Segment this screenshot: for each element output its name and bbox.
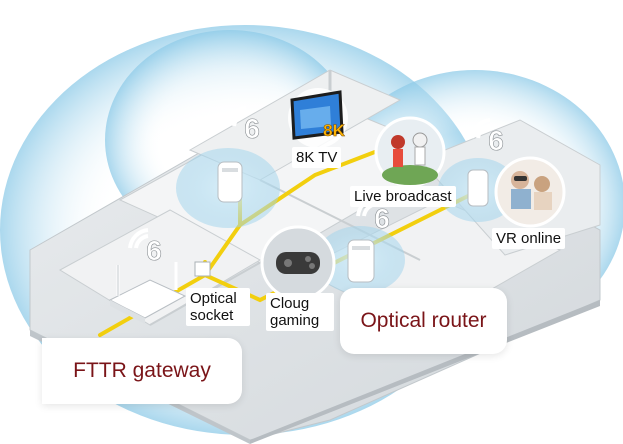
- wifi6-badge: 6: [470, 118, 504, 156]
- optical-router-callout: Optical router: [340, 288, 507, 354]
- wifi6-badge: 6: [226, 106, 260, 144]
- label-live-broadcast: Live broadcast: [350, 186, 456, 207]
- optical-router-label: Optical router: [360, 309, 487, 332]
- fttr-gateway-label: FTTR gateway: [73, 359, 211, 382]
- label-cloud-gaming: Cloug gaming: [266, 293, 334, 331]
- wifi6-badge-number: 6: [374, 203, 390, 234]
- label-cloud-gaming-line2: gaming: [270, 312, 320, 329]
- optical-router-device-center: [347, 239, 375, 283]
- label-vr-online: VR online: [492, 228, 566, 249]
- optical-socket-device: [194, 261, 211, 277]
- label-cloud-gaming-line1: Cloug: [270, 295, 310, 312]
- tv-8k-badge: 8K: [323, 121, 345, 140]
- label-optical-socket-line1: Optical: [190, 290, 237, 307]
- wifi6-badge-number: 6: [146, 235, 162, 266]
- wifi6-badge-number: 6: [244, 113, 260, 144]
- optical-router-device-right: [467, 169, 489, 207]
- label-optical-socket-line2: socket: [190, 307, 234, 324]
- optical-router-device-top: [217, 161, 243, 203]
- fttr-gateway-callout: FTTR gateway: [42, 338, 242, 404]
- label-8k-tv: 8K TV: [292, 147, 342, 168]
- wifi6-badge-number: 6: [488, 125, 504, 156]
- vr-online-icon: [494, 156, 566, 228]
- label-optical-socket: Optical socket: [186, 288, 250, 326]
- live-broadcast-icon: [374, 116, 446, 188]
- wifi6-badge: 6: [128, 228, 162, 266]
- fttr-gateway-device: [108, 262, 187, 324]
- tv-8k-icon: 8K: [288, 88, 348, 148]
- cloud-gaming-icon: [260, 225, 336, 301]
